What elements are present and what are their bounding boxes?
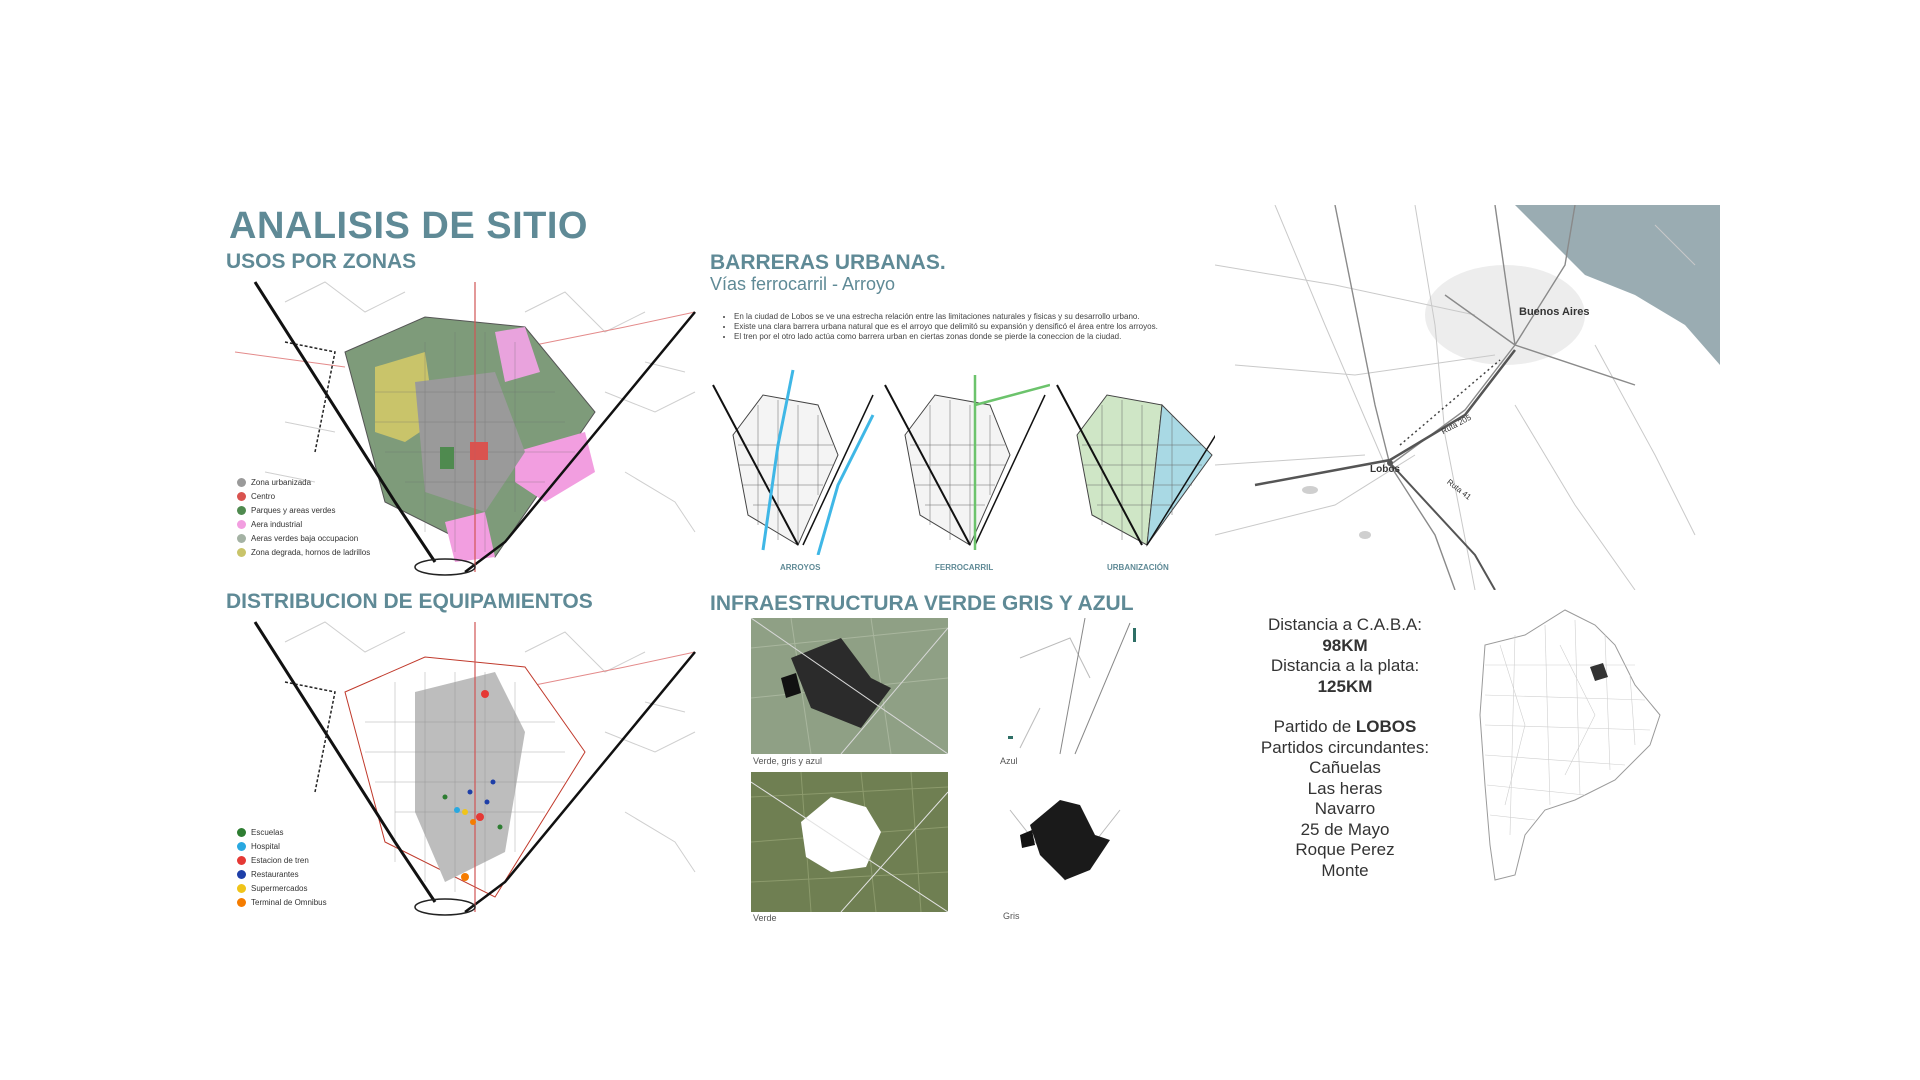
caption-gris: Gris (1003, 911, 1020, 921)
legend-swatch (237, 883, 246, 893)
legend-label: Supermercados (251, 883, 308, 893)
page-title: ANALISIS DE SITIO (229, 205, 588, 247)
legend-label: Terminal de Omnibus (251, 897, 327, 907)
infra-satellite-combined (751, 618, 948, 754)
partido-prefix: Partido de (1273, 717, 1356, 736)
legend-swatch (237, 533, 246, 543)
legend-label: Restaurantes (251, 869, 299, 879)
infraestructura-section-title: INFRAESTRUCTURA VERDE GRIS Y AZUL (710, 592, 1134, 615)
legend-label: Aera industrial (251, 519, 303, 529)
caption-urbanizacion: URBANIZACIÓN (1107, 563, 1169, 572)
province-map (1479, 609, 1661, 881)
legend-item: Aera industrial (237, 517, 370, 531)
label-lobos: Lobos (1370, 464, 1400, 475)
usos-section-title: USOS POR ZONAS (226, 250, 417, 273)
legend-swatch (237, 897, 246, 907)
legend-item: Hospital (237, 839, 327, 853)
equipamientos-section-title: DISTRIBUCION DE EQUIPAMIENTOS (226, 590, 593, 613)
barreras-bullet: En la ciudad de Lobos se ve una estrecha… (734, 312, 1234, 322)
legend-label: Hospital (251, 841, 280, 851)
circundante-item: Cañuelas (1309, 758, 1381, 777)
legend-item: Estacion de tren (237, 853, 327, 867)
caption-verde: Verde (753, 913, 777, 923)
caption-ferrocarril: FERROCARRIL (935, 563, 994, 572)
legend-item: Parques y areas verdes (237, 503, 370, 517)
infra-gris-map (1009, 800, 1121, 881)
barreras-subtitle: Vías ferrocarril - Arroyo (710, 274, 896, 294)
barreras-arroyos-map (712, 369, 875, 555)
legend-swatch (237, 519, 246, 529)
circundante-item: 25 de Mayo (1300, 819, 1390, 839)
circundante-item: Las heras (1307, 778, 1383, 798)
caba-distance-label: Distancia a C.A.B.A: (1267, 615, 1422, 634)
legend-item: Aeras verdes baja occupacion (237, 531, 370, 545)
legend-item: Centro (237, 489, 370, 503)
legend-item: Restaurantes (237, 867, 327, 881)
barreras-ferrocarril-map (884, 375, 1050, 550)
legend-swatch (237, 869, 246, 879)
legend-swatch (237, 547, 246, 557)
legend-item: Terminal de Omnibus (237, 895, 327, 909)
partido-line: Partido de LOBOS (1235, 717, 1455, 738)
legend-swatch (237, 841, 246, 851)
region-road-map (1215, 205, 1720, 590)
legend-label: Zona urbanizada (251, 477, 312, 487)
caption-azul: Azul (1000, 756, 1018, 766)
legend-swatch (237, 827, 246, 837)
legend-label: Aeras verdes baja occupacion (251, 533, 359, 543)
legend-label: Zona degrada, hornos de ladrillos (251, 547, 371, 557)
circundantes-label: Partidos circundantes: (1260, 737, 1430, 757)
legend-item: Escuelas (237, 825, 327, 839)
infra-satellite-verde (751, 772, 948, 912)
barreras-bullets: En la ciudad de Lobos se ve una estrecha… (722, 312, 1234, 342)
infra-azul-map (1008, 618, 1136, 755)
legend-item: Supermercados (237, 881, 327, 895)
barreras-bullet: El tren por el otro lado actúa como barr… (734, 332, 1234, 342)
caption-arroyos: ARROYOS (780, 563, 821, 572)
barreras-section-title: BARRERAS URBANAS. (710, 251, 946, 274)
plata-distance-label: Distancia a la plata: (1270, 656, 1420, 675)
legend-label: Estacion de tren (251, 855, 309, 865)
circundante-item: Navarro (1314, 799, 1376, 818)
usos-legend: Zona urbanizada Centro Parques y areas v… (237, 475, 370, 559)
barreras-bullet: Existe una clara barrera urbana natural … (734, 322, 1234, 332)
caba-distance-value: 98KM (1322, 635, 1368, 655)
legend-swatch (237, 505, 246, 515)
legend-item: Zona degrada, hornos de ladrillos (237, 545, 370, 559)
circundante-item: Monte (1321, 860, 1369, 880)
legend-item: Zona urbanizada (237, 475, 370, 489)
equipamientos-legend: Escuelas Hospital Estacion de tren Resta… (237, 825, 327, 909)
partido-name: LOBOS (1355, 717, 1417, 736)
legend-swatch (237, 477, 246, 487)
legend-swatch (237, 855, 246, 865)
legend-swatch (237, 491, 246, 501)
legend-label: Centro (251, 491, 276, 501)
info-panel: Distancia a C.A.B.A: 98KM Distancia a la… (1235, 615, 1455, 881)
caption-verde-gris-azul: Verde, gris y azul (753, 756, 823, 766)
plata-distance-value: 125KM (1317, 676, 1373, 696)
barreras-urbanizacion-map (1056, 384, 1222, 547)
usos-map (234, 281, 696, 576)
label-buenos-aires: Buenos Aires (1519, 306, 1590, 318)
equipamientos-map (253, 621, 696, 916)
legend-label: Parques y areas verdes (251, 505, 336, 515)
circundante-item: Roque Perez (1295, 840, 1395, 859)
legend-label: Escuelas (251, 827, 284, 837)
